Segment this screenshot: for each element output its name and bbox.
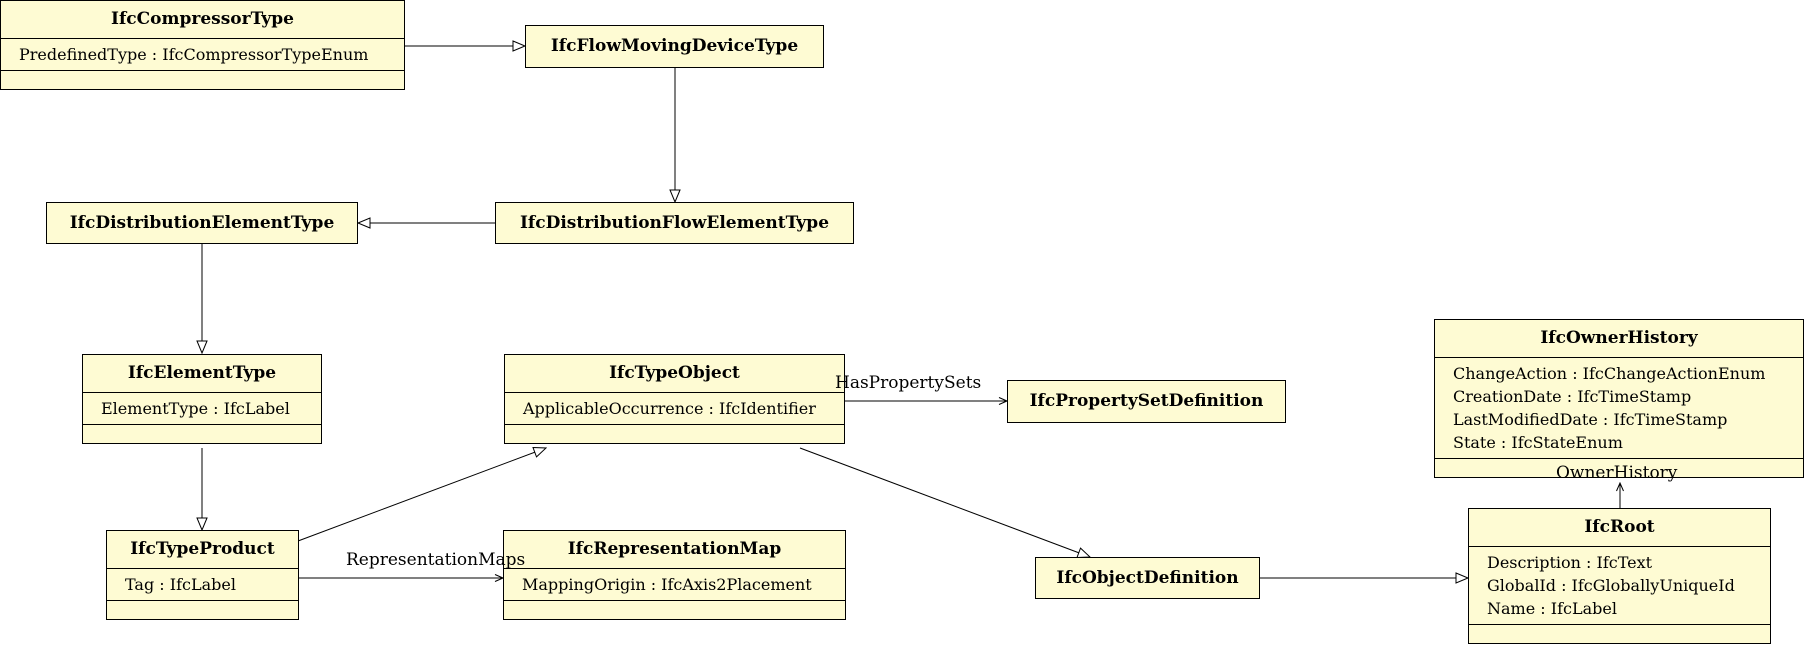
attribute: MappingOrigin : IfcAxis2Placement bbox=[522, 575, 812, 594]
class-ifcelementtype[interactable]: IfcElementType ElementType : IfcLabel bbox=[82, 354, 322, 444]
attribute: Name : IfcLabel bbox=[1487, 599, 1617, 618]
class-name: IfcObjectDefinition bbox=[1056, 568, 1239, 588]
class-attributes: ChangeAction : IfcChangeActionEnum Creat… bbox=[1435, 358, 1803, 459]
class-ifcobjectdefinition[interactable]: IfcObjectDefinition bbox=[1035, 557, 1260, 599]
attribute: LastModifiedDate : IfcTimeStamp bbox=[1453, 410, 1728, 429]
attribute: State : IfcStateEnum bbox=[1453, 433, 1623, 452]
class-name: IfcPropertySetDefinition bbox=[1029, 391, 1264, 411]
class-operations bbox=[1469, 625, 1770, 643]
attribute: ElementType : IfcLabel bbox=[101, 399, 290, 418]
class-name: IfcTypeProduct bbox=[107, 531, 298, 569]
class-name: IfcOwnerHistory bbox=[1435, 320, 1803, 358]
class-attributes: PredefinedType : IfcCompressorTypeEnum bbox=[1, 39, 404, 71]
class-name: IfcRoot bbox=[1469, 509, 1770, 547]
attribute: ChangeAction : IfcChangeActionEnum bbox=[1453, 364, 1766, 383]
class-operations bbox=[83, 425, 321, 443]
association-label-representationmaps: RepresentationMaps bbox=[346, 550, 526, 570]
attribute: Description : IfcText bbox=[1487, 553, 1653, 572]
class-name: IfcTypeObject bbox=[505, 355, 844, 393]
association-label-haspropertysets: HasPropertySets bbox=[835, 373, 982, 393]
class-operations bbox=[1, 71, 404, 89]
class-name: IfcRepresentationMap bbox=[504, 531, 845, 569]
class-name: IfcCompressorType bbox=[1, 1, 404, 39]
generalization-typeobject-to-objectdefinition bbox=[799, 447, 1090, 557]
class-ifcpropertysetdefinition[interactable]: IfcPropertySetDefinition bbox=[1007, 380, 1286, 423]
attribute: PredefinedType : IfcCompressorTypeEnum bbox=[19, 45, 369, 64]
class-ifcdistributionflowelementtype[interactable]: IfcDistributionFlowElementType bbox=[495, 202, 854, 244]
attribute: CreationDate : IfcTimeStamp bbox=[1453, 387, 1692, 406]
class-name: IfcDistributionElementType bbox=[69, 213, 335, 233]
class-attributes: Description : IfcText GlobalId : IfcGlob… bbox=[1469, 547, 1770, 625]
class-ifcrepresentationmap[interactable]: IfcRepresentationMap MappingOrigin : Ifc… bbox=[503, 530, 846, 620]
class-name: IfcElementType bbox=[83, 355, 321, 393]
attribute: ApplicableOccurrence : IfcIdentifier bbox=[523, 399, 816, 418]
class-operations bbox=[504, 601, 845, 619]
association-label-ownerhistory: OwnerHistory bbox=[1556, 463, 1678, 483]
class-ifcownerhistory[interactable]: IfcOwnerHistory ChangeAction : IfcChange… bbox=[1434, 319, 1804, 478]
class-ifctypeobject[interactable]: IfcTypeObject ApplicableOccurrence : Ifc… bbox=[504, 354, 845, 444]
class-ifcdistributionelementtype[interactable]: IfcDistributionElementType bbox=[46, 202, 358, 244]
class-ifcflowmovingdevicetype[interactable]: IfcFlowMovingDeviceType bbox=[525, 25, 824, 68]
attribute: Tag : IfcLabel bbox=[125, 575, 236, 594]
class-operations bbox=[107, 601, 298, 619]
attribute: GlobalId : IfcGloballyUniqueId bbox=[1487, 576, 1735, 595]
class-attributes: ElementType : IfcLabel bbox=[83, 393, 321, 425]
class-attributes: Tag : IfcLabel bbox=[107, 569, 298, 601]
class-ifccompressortype[interactable]: IfcCompressorType PredefinedType : IfcCo… bbox=[0, 0, 405, 90]
class-name: IfcFlowMovingDeviceType bbox=[550, 36, 799, 56]
class-name: IfcDistributionFlowElementType bbox=[519, 213, 830, 233]
class-ifctypeproduct[interactable]: IfcTypeProduct Tag : IfcLabel bbox=[106, 530, 299, 620]
class-operations bbox=[505, 425, 844, 443]
class-attributes: MappingOrigin : IfcAxis2Placement bbox=[504, 569, 845, 601]
class-ifcroot[interactable]: IfcRoot Description : IfcText GlobalId :… bbox=[1468, 508, 1771, 644]
generalization-typeproduct-to-typeobject bbox=[297, 448, 546, 542]
class-attributes: ApplicableOccurrence : IfcIdentifier bbox=[505, 393, 844, 425]
